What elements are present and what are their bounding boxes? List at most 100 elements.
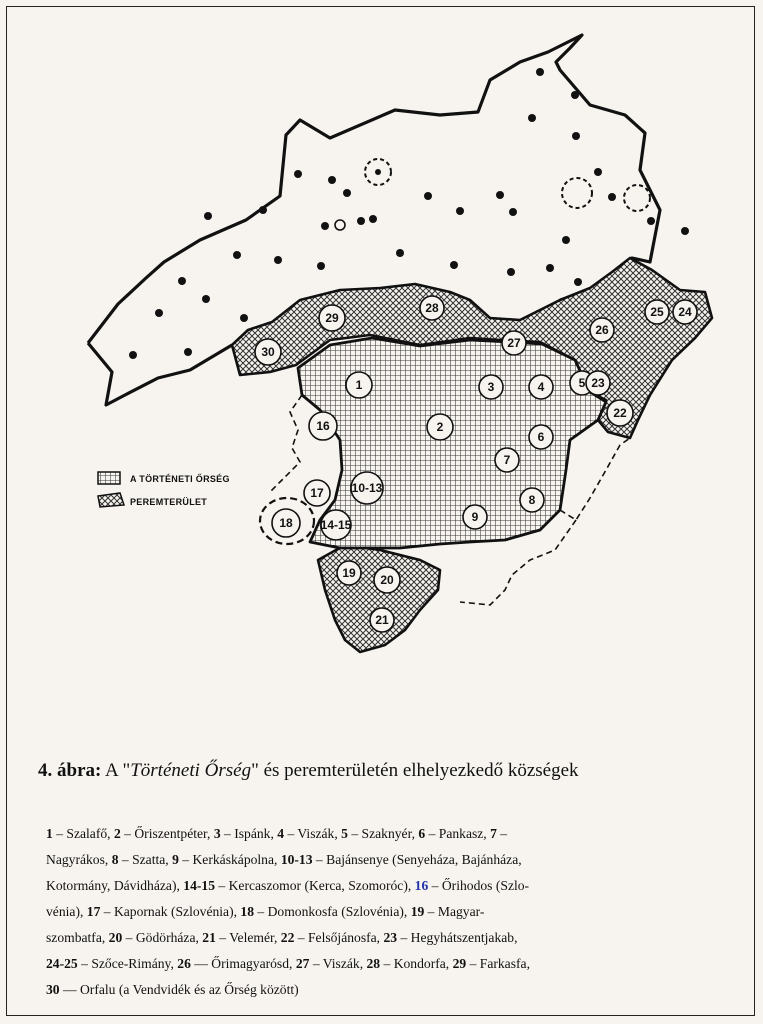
legend-text: – Kercaszomor (Kerca, Szomoróc), (215, 878, 415, 893)
settlement-legend: 1 – Szalafő, 2 – Őriszentpéter, 3 – Ispá… (46, 821, 746, 1003)
legend-key: 2 (113, 826, 121, 841)
legend-text: — Orfalu (a Vendvidék és az Őrség között… (59, 982, 299, 997)
legend-key: 16 (414, 878, 429, 893)
legend-key: 4 (277, 826, 285, 841)
legend-key: 14-15 (183, 878, 215, 893)
settlement-number-3: 3 (488, 380, 495, 394)
legend-text: – Őriszentpéter, (120, 826, 214, 841)
settlement-number-29: 29 (325, 311, 339, 325)
legend-text: – Viszák, (284, 826, 342, 841)
settlement-circle-17 (303, 479, 331, 507)
legend-text: – Felsőjánosfa, (294, 930, 384, 945)
settlement-circle-4 (528, 374, 554, 400)
settlement-number-21: 21 (375, 613, 389, 627)
legend-key: 6 (418, 826, 426, 841)
settlement-circle-26 (589, 317, 615, 343)
settlement-circle-1 (345, 371, 373, 399)
legend-text: – Domonkosfa (Szlovénia), (254, 904, 411, 919)
settlement-circle-6 (528, 424, 554, 450)
legend-key: 26 (177, 956, 191, 971)
legend-text: – Gödörháza, (122, 930, 203, 945)
settlement-number-26: 26 (595, 323, 609, 337)
caption-prefix: 4. ábra: (38, 760, 102, 781)
legend-label-historic: A TÖRTÉNETI ŐRSÉG (130, 473, 230, 484)
settlement-circle-23 (585, 370, 611, 396)
caption-text-a: A " (105, 760, 131, 781)
settlement-circle-27 (501, 330, 527, 356)
legend-text: – (496, 826, 508, 841)
legend-text: – Viszák, (309, 956, 367, 971)
settlement-number-18: 18 (279, 516, 293, 530)
settlement-number-30: 30 (261, 345, 275, 359)
map-legend: A TÖRTÉNETI ŐRSÉG PEREMTERÜLET (97, 471, 230, 508)
legend-key: 3 (213, 826, 221, 841)
region-outline (86, 33, 662, 407)
legend-text: vénia), (46, 904, 87, 919)
legend-line: Nagyrákos, 8 – Szatta, 9 – Kerkáskápolna… (46, 847, 746, 873)
dashed-circle (623, 184, 651, 212)
legend-line: szombatfa, 20 – Gödörháza, 21 – Velemér,… (46, 925, 746, 951)
legend-text: – Magyar- (424, 904, 485, 919)
settlement-number-5: 5 (579, 376, 586, 390)
settlement-circle-25 (644, 299, 670, 325)
legend-key: 23 (383, 930, 398, 945)
legend-key: 10-13 (280, 852, 313, 867)
legend-text: – Farkasfa, (466, 956, 530, 971)
settlement-circle-22 (606, 399, 634, 427)
legend-key: 22 (280, 930, 295, 945)
settlement-circle-20 (373, 566, 401, 594)
legend-key: 1 (46, 826, 53, 841)
legend-text: Nagyrákos, (46, 852, 112, 867)
legend-key: 24-25 (46, 956, 78, 971)
legend-text: — Őrimagyarósd, (190, 956, 296, 971)
legend-text: – Szaknyér, (347, 826, 419, 841)
legend-text: – Hegyhátszentjakab, (397, 930, 518, 945)
legend-text: – Szőce-Rimány, (77, 956, 178, 971)
legend-key: 21 (202, 930, 216, 945)
settlement-number-7: 7 (504, 453, 511, 467)
settlement-number-27: 27 (507, 336, 521, 350)
legend-key: 5 (341, 826, 348, 841)
dashed-border-west (269, 394, 303, 493)
settlement-circle-30 (254, 338, 282, 366)
settlement-number-17: 17 (310, 486, 324, 500)
settlement-circle-10-13 (350, 471, 384, 505)
legend-text: – Ispánk, (220, 826, 278, 841)
settlement-circle-18 (271, 508, 301, 538)
settlement-number-6: 6 (538, 430, 545, 444)
settlement-circle-14-15 (320, 509, 352, 541)
settlement-number-16: 16 (316, 419, 330, 433)
legend-key: 18 (240, 904, 254, 919)
settlement-circle-24 (672, 299, 698, 325)
settlement-number-23: 23 (591, 376, 605, 390)
legend-text: – Kondorfa, (380, 956, 453, 971)
settlement-number-20: 20 (380, 573, 394, 587)
caption-text-rest: " és peremterületén elhelyezkedő községe… (251, 760, 579, 781)
dashed-border-east (459, 437, 631, 606)
settlement-number-24: 24 (678, 305, 692, 319)
settlement-number-10-13: 10-13 (352, 481, 383, 495)
legend-line: Kotormány, Dávidháza), 14-15 – Kercaszom… (46, 873, 746, 899)
page-frame (6, 6, 755, 1016)
settlement-circle-16 (308, 411, 338, 441)
settlement-number-1: 1 (356, 378, 363, 392)
legend-key: 8 (111, 852, 119, 867)
legend-key: 27 (295, 956, 310, 971)
legend-line: 30 — Orfalu (a Vendvidék és az Őrség köz… (46, 977, 746, 1003)
legend-swatch-crosshatch (97, 492, 126, 508)
legend-key: 30 (46, 982, 60, 997)
legend-line: vénia), 17 – Kapornak (Szlovénia), 18 – … (46, 899, 746, 925)
legend-text: – Szalafő, (52, 826, 114, 841)
legend-text: – Pankasz, (425, 826, 491, 841)
legend-line: 1 – Szalafő, 2 – Őriszentpéter, 3 – Ispá… (46, 821, 746, 847)
legend-key: 20 (108, 930, 123, 945)
settlement-circle-9 (462, 504, 488, 530)
legend-key: 29 (452, 956, 467, 971)
legend-key: 9 (172, 852, 179, 867)
legend-key: 19 (410, 904, 425, 919)
hollow-circle (334, 219, 346, 231)
settlement-circle-8 (519, 487, 545, 513)
figure-caption: 4. ábra: A "Történeti Őrség" és peremter… (38, 760, 738, 782)
settlement-circle-21 (369, 607, 395, 633)
